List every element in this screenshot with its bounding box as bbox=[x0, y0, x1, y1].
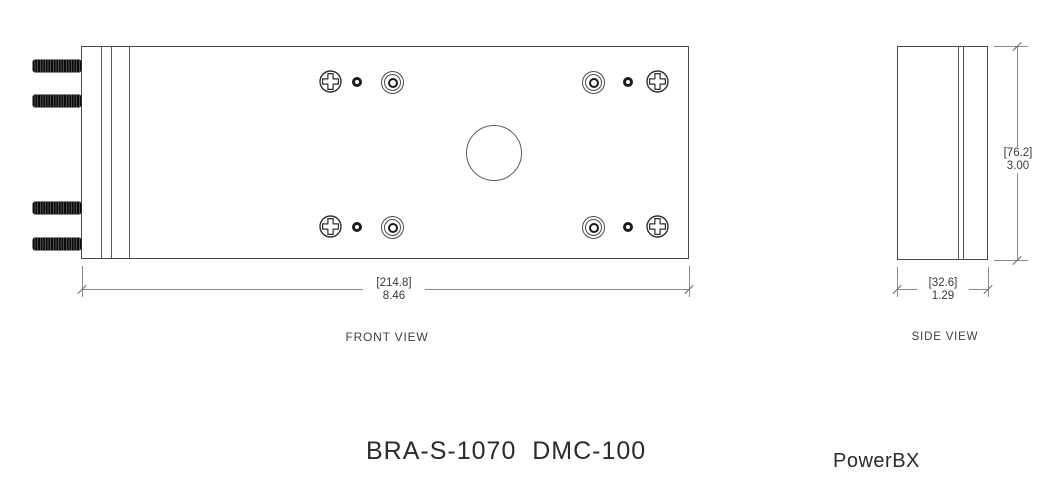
pilot-hole-icon bbox=[623, 77, 633, 87]
phillips-screw-icon bbox=[319, 70, 342, 93]
extension-line bbox=[82, 266, 83, 297]
side-width-metric: [32.6] bbox=[928, 277, 958, 289]
rivet-grommet-icon bbox=[582, 216, 605, 239]
side-width-dimension: [32.6] 1.29 bbox=[917, 277, 969, 304]
pilot-hole-icon bbox=[623, 222, 633, 232]
front-width-dimension: [214.8] 8.46 bbox=[363, 277, 425, 304]
extension-line bbox=[994, 46, 1028, 47]
front-view-label: FRONT VIEW bbox=[345, 330, 429, 344]
threaded-stud-icon bbox=[33, 238, 81, 250]
front-edge-line-2 bbox=[111, 47, 112, 258]
rivet-grommet-icon bbox=[582, 71, 605, 94]
front-edge-line-1 bbox=[101, 47, 102, 258]
side-width-imperial: 1.29 bbox=[931, 290, 955, 303]
part-title: BRA-S-1070 DMC-100 bbox=[366, 437, 647, 465]
threaded-stud-icon bbox=[33, 95, 81, 107]
center-hole-icon bbox=[466, 125, 522, 181]
side-view-label: SIDE VIEW bbox=[911, 331, 979, 343]
extension-line bbox=[994, 260, 1028, 261]
rivet-grommet-icon bbox=[381, 216, 404, 239]
extension-line bbox=[988, 267, 989, 297]
pilot-hole-icon bbox=[352, 77, 362, 87]
phillips-screw-icon bbox=[646, 70, 669, 93]
threaded-stud-icon bbox=[33, 202, 81, 214]
side-edge-line-2 bbox=[963, 47, 964, 259]
extension-line bbox=[897, 267, 898, 297]
side-height-imperial: 3.00 bbox=[1006, 160, 1030, 173]
side-edge-line-1 bbox=[958, 47, 959, 259]
side-height-metric: [76.2] bbox=[1003, 147, 1033, 159]
phillips-screw-icon bbox=[646, 215, 669, 238]
front-width-imperial: 8.46 bbox=[382, 290, 406, 303]
threaded-stud-icon bbox=[33, 60, 81, 72]
front-width-metric: [214.8] bbox=[376, 277, 412, 289]
side-height-dimension: [76.2] 3.00 bbox=[993, 147, 1043, 174]
phillips-screw-icon bbox=[319, 215, 342, 238]
front-edge-line-3 bbox=[129, 47, 130, 258]
pilot-hole-icon bbox=[352, 222, 362, 232]
brand-label: PowerBX bbox=[833, 450, 920, 472]
extension-line bbox=[689, 266, 690, 297]
side-plate-outline bbox=[897, 46, 988, 260]
rivet-grommet-icon bbox=[381, 71, 404, 94]
